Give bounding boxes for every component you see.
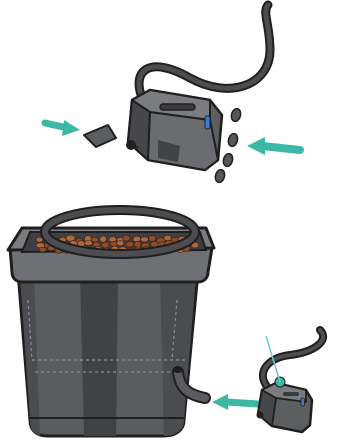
clay-pebble [134, 241, 141, 247]
clay-pebble [149, 235, 156, 241]
clay-pebble [117, 241, 124, 246]
insertion-arrow-right-icon [247, 137, 300, 155]
clay-pebble [102, 242, 110, 248]
hydroponic-bucket [8, 228, 214, 436]
air-pump-lower [257, 330, 324, 432]
clay-pebble [39, 247, 47, 252]
filter-wedge-piece [84, 125, 116, 147]
clay-pebble [100, 236, 107, 242]
clay-pebble [84, 241, 92, 246]
air-pump-upper [126, 90, 222, 170]
insertion-arrow-bottom-icon [212, 394, 258, 410]
pump-indicator-light [205, 116, 210, 129]
insertion-arrow-left-icon [45, 120, 80, 136]
clay-pebble [141, 237, 149, 242]
clay-pebble [92, 242, 100, 247]
clay-pebble [126, 242, 134, 248]
clay-pebble [122, 235, 130, 241]
clay-pebble [164, 235, 172, 240]
